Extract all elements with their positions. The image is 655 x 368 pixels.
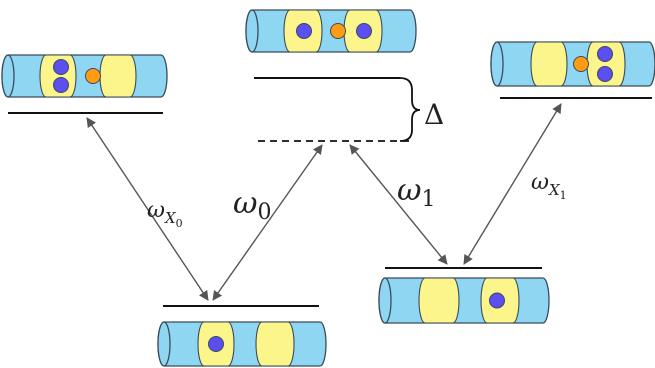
particle-orange (573, 56, 589, 72)
particle-blue (53, 77, 69, 93)
tube-end-cap (378, 277, 392, 324)
tube-body (1, 54, 168, 98)
transition-arrow-omega1 (349, 144, 448, 265)
particle-orange (85, 68, 101, 84)
tube-center-top (245, 9, 417, 53)
label-delta: Δ (424, 98, 444, 131)
particle-blue (208, 336, 224, 352)
tube-band (418, 277, 460, 324)
tube-end-cap (245, 9, 259, 53)
transition-arrow-x1 (463, 103, 562, 265)
tube-band (530, 41, 568, 87)
particle-blue (53, 59, 69, 75)
tube-right-top (490, 41, 655, 87)
tube-body (378, 277, 550, 324)
tube-end-cap (157, 321, 171, 367)
delta-brace (399, 77, 421, 142)
particle-blue (489, 292, 505, 309)
tube-band (255, 321, 295, 367)
tube-body (157, 321, 327, 367)
tube-end-cap (490, 41, 504, 87)
transition-arrow-x0 (86, 117, 209, 301)
label-omega-0: ω0 (233, 186, 271, 225)
transition-arrow-omega0 (212, 144, 323, 301)
label-omega-x1: ωX1 (531, 170, 567, 202)
label-omega-1: ω1 (397, 173, 435, 212)
particle-blue (597, 66, 613, 82)
tube-end-cap (1, 54, 15, 98)
tube-band (586, 41, 626, 87)
label-omega-x0: ωX0 (147, 198, 183, 230)
particle-blue (597, 46, 613, 62)
particle-blue (356, 23, 372, 39)
tube-band (99, 54, 137, 98)
particle-orange (330, 23, 346, 39)
tube-bottom-right (378, 277, 550, 324)
tube-bottom-left (157, 321, 327, 367)
particle-blue (296, 23, 312, 39)
tube-left-top (1, 54, 168, 98)
